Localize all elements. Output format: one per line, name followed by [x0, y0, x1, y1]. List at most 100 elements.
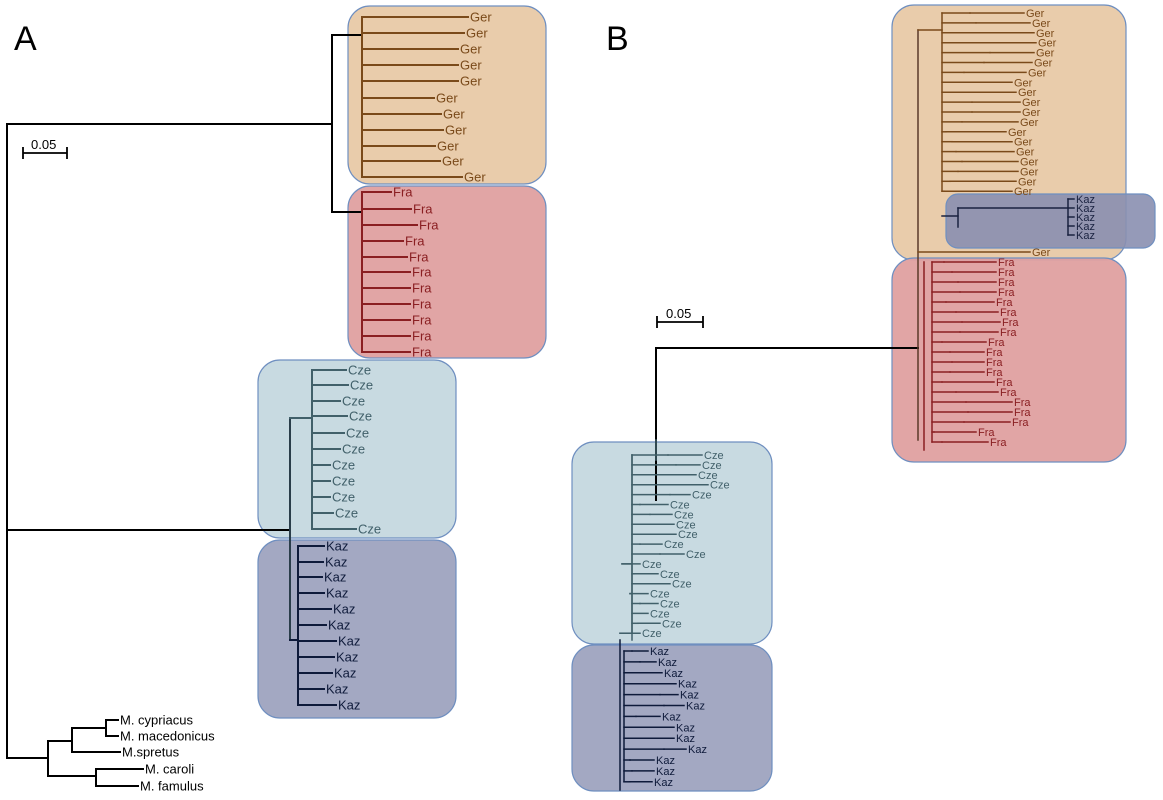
panel-b-scale-bar: 0.05 [656, 306, 704, 328]
ger-leaf-label: Ger [460, 58, 482, 73]
ger-leaf-label: Ger [1016, 147, 1035, 159]
kaz-leaf-label: Kaz [678, 679, 697, 691]
fra-leaf-label: Fra [998, 287, 1015, 299]
kaz-leaf-label: Kaz [656, 755, 675, 767]
kaz-inset-leaf-label: Kaz [1076, 194, 1095, 206]
ger-leaf-label: Ger [1032, 18, 1051, 30]
fra-leaf-label: Fra [393, 185, 413, 200]
cze-leaf-label: Cze [698, 470, 718, 482]
ger-leaf-label: Ger [460, 74, 482, 89]
kaz-clade-box [571, 644, 773, 792]
ger-clade-box [347, 5, 547, 185]
fra-leaf-label: Fra [978, 427, 995, 439]
outgroup-label: M.spretus [122, 745, 180, 760]
ger-leaf-label: Ger [436, 91, 458, 106]
fra-leaf-label: Fra [990, 437, 1007, 449]
ger-leaf-label: Ger [460, 42, 482, 57]
fra-leaf-label: Fra [412, 313, 432, 328]
ger-leaf-label: Ger [443, 107, 465, 122]
cze-leaf-label: Cze [348, 363, 371, 378]
ger-leaf-label: Ger [1022, 97, 1041, 109]
fra-leaf-label: Fra [412, 281, 432, 296]
fra-leaf-label: Fra [1012, 417, 1029, 429]
fra-clade-box [347, 185, 547, 359]
kaz-leaf-label: Kaz [662, 711, 681, 723]
panel-b-scale-label: 0.05 [666, 306, 691, 321]
kaz-leaf-label: Kaz [334, 666, 356, 681]
fra-leaf-label: Fra [1002, 317, 1019, 329]
cze-leaf-label: Cze [686, 549, 706, 561]
outgroup-label: M. macedonicus [120, 729, 215, 744]
cze-clade-box [571, 441, 773, 645]
ger-leaf-label: Ger [466, 26, 488, 41]
cze-leaf-label: Cze [358, 522, 381, 537]
cze-leaf-label: Cze [660, 569, 680, 581]
fra-leaf-label: Fra [986, 347, 1003, 359]
cze-leaf-label: Cze [692, 490, 712, 502]
cze-leaf-label: Cze [670, 499, 690, 511]
cze-leaf-label: Cze [676, 519, 696, 531]
outgroup-label: M. caroli [145, 762, 194, 777]
cze-leaf-label: Cze [650, 589, 670, 601]
kaz-leaf-label: Kaz [328, 618, 350, 633]
ger-leaf-label: Ger [1018, 176, 1037, 188]
ger-leaf-label: Ger [1038, 38, 1057, 50]
fra-leaf-label: Fra [998, 267, 1015, 279]
fra-leaf-label: Fra [412, 345, 432, 360]
fra-leaf-label: Fra [998, 277, 1015, 289]
cze-leaf-label: Cze [664, 539, 684, 551]
ger-tail-leaf-label: Ger [1032, 247, 1051, 259]
kaz-inset-clade-box [945, 193, 1156, 249]
fra-leaf-label: Fra [1000, 307, 1017, 319]
kaz-leaf-label: Kaz [326, 539, 348, 554]
cze-leaf-label: Cze [332, 458, 355, 473]
panel-a-letter: A [14, 20, 37, 58]
ger-leaf-label: Ger [1020, 156, 1039, 168]
panel-a-scale-label: 0.05 [31, 137, 56, 152]
cze-leaf-label: Cze [660, 598, 680, 610]
kaz-clade-box [257, 539, 457, 719]
cze-leaf-label: Cze [704, 450, 724, 462]
kaz-leaf-label: Kaz [654, 777, 673, 789]
ger-leaf-label: Ger [1022, 107, 1041, 119]
fra-leaf-label: Fra [998, 257, 1015, 269]
cze-leaf-label: Cze [672, 579, 692, 591]
ger-leaf-label: Ger [445, 123, 467, 138]
cze-leaf-label: Cze [650, 608, 670, 620]
ger-leaf-label: Ger [1034, 57, 1053, 69]
fra-leaf-label: Fra [1014, 407, 1031, 419]
kaz-leaf-label: Kaz [688, 744, 707, 756]
cze-leaf-label: Cze [346, 426, 369, 441]
cze-leaf-label: Cze [335, 506, 358, 521]
kaz-leaf-label: Kaz [686, 700, 705, 712]
fra-leaf-label: Fra [412, 265, 432, 280]
ger-leaf-label: Ger [442, 154, 464, 169]
kaz-leaf-label: Kaz [325, 555, 347, 570]
fra-leaf-label: Fra [988, 337, 1005, 349]
cze-leaf-label: Cze [342, 442, 365, 457]
ger-leaf-label: Ger [1008, 127, 1027, 139]
fra-leaf-label: Fra [1014, 397, 1031, 409]
kaz-leaf-label: Kaz [656, 766, 675, 778]
kaz-leaf-label: Kaz [336, 650, 358, 665]
fra-leaf-label: Fra [996, 377, 1013, 389]
kaz-leaf-label: Kaz [650, 646, 669, 658]
ger-leaf-label: Ger [1014, 137, 1033, 149]
fra-leaf-label: Fra [986, 367, 1003, 379]
ger-leaf-label: Ger [1028, 67, 1047, 79]
fra-leaf-label: Fra [412, 297, 432, 312]
ger-leaf-label: Ger [437, 139, 459, 154]
ger-leaf-label: Ger [1036, 28, 1055, 40]
fra-leaf-label: Fra [405, 234, 425, 249]
kaz-leaf-label: Kaz [658, 657, 677, 669]
kaz-leaf-label: Kaz [680, 690, 699, 702]
kaz-leaf-label: Kaz [338, 634, 360, 649]
panel-b: B GerGerGerGerGerGerGerGerGerGerGerGerGe… [571, 4, 1156, 792]
outgroup-label: M. famulus [140, 779, 204, 794]
kaz-leaf-label: Kaz [326, 682, 348, 697]
kaz-leaf-label: Kaz [676, 733, 695, 745]
kaz-leaf-label: Kaz [333, 602, 355, 617]
cze-leaf-label: Cze [642, 628, 662, 640]
kaz-inset-leaf-label: Kaz [1076, 203, 1095, 215]
